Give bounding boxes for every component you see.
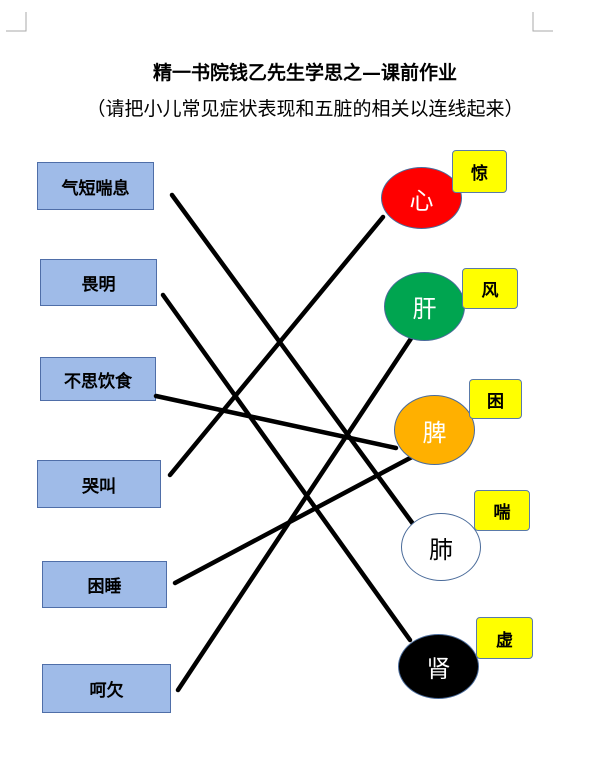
organ-tag: 惊 xyxy=(452,150,507,193)
page-subtitle: （请把小儿常见症状表现和五脏的相关以连线起来） xyxy=(86,98,524,120)
organ-lung: 肺 xyxy=(401,513,481,581)
organ-tag: 虚 xyxy=(476,617,533,659)
line-困睡-脾 xyxy=(172,454,415,586)
organ-liver: 肝 xyxy=(384,272,465,341)
line-呵欠-肝 xyxy=(175,334,415,693)
symptom-box: 呵欠 xyxy=(42,664,171,713)
organ-spleen: 脾 xyxy=(394,395,475,465)
organ-tag: 风 xyxy=(462,268,518,309)
line-哭叫-心 xyxy=(167,214,386,478)
symptom-box: 畏明 xyxy=(40,259,157,306)
organ-tag: 困 xyxy=(469,379,522,419)
organ-tag: 喘 xyxy=(474,490,530,531)
symptom-box: 困睡 xyxy=(42,561,167,608)
symptom-box: 气短喘息 xyxy=(37,162,154,210)
symptom-box: 哭叫 xyxy=(37,460,161,508)
corner-mark-right xyxy=(532,12,553,32)
organ-kidney: 肾 xyxy=(398,634,479,699)
corner-mark-left xyxy=(6,12,27,32)
symptom-box: 不思饮食 xyxy=(40,357,156,401)
line-不思饮食-脾 xyxy=(153,393,399,451)
organ-heart: 心 xyxy=(381,167,462,229)
line-气短喘息-肺 xyxy=(169,192,419,531)
line-畏明-肾 xyxy=(160,292,413,643)
page-title: 精一书院钱乙先生学思之—课前作业 xyxy=(152,62,457,84)
